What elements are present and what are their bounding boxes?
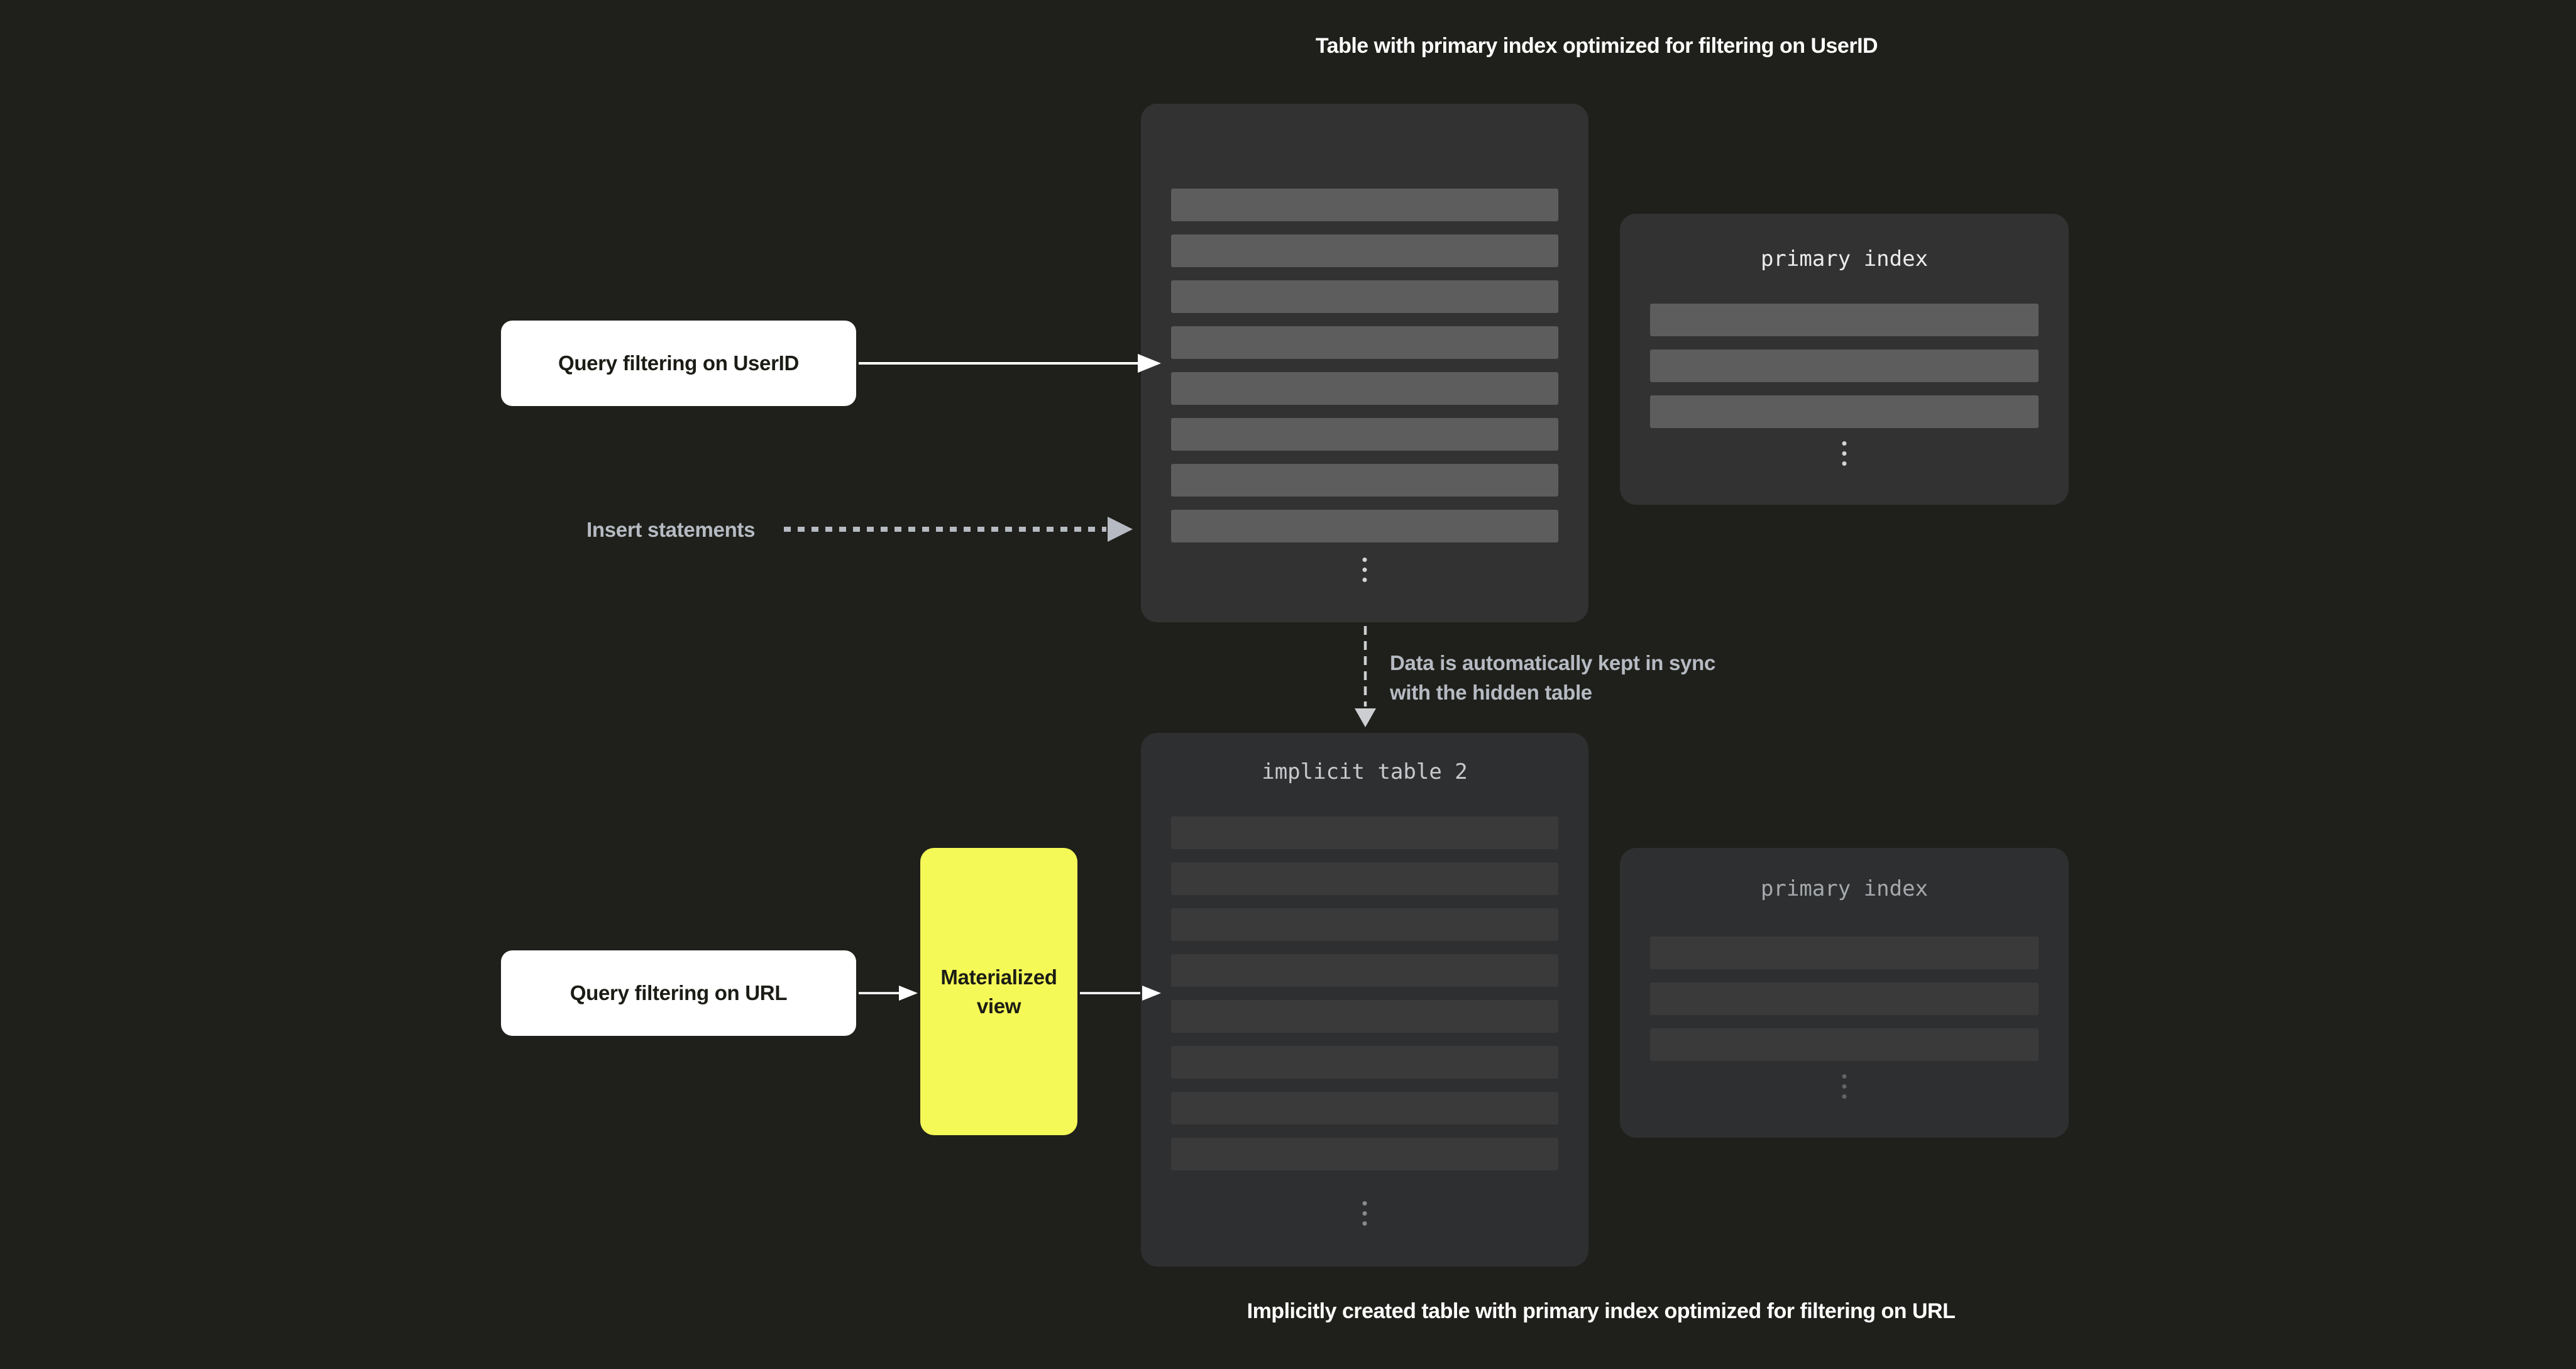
table2-title: implicit table 2 [1262,759,1468,784]
table-row-bar [1171,816,1558,849]
dashed-arrow-sync-down [1355,626,1376,727]
table-row-bar [1171,326,1558,359]
table2-card: implicit table 2 [1141,733,1588,1267]
table-row-bar [1171,464,1558,497]
table-row-bar [1650,982,2039,1015]
insert-statements-label: Insert statements [586,518,756,541]
sync-note-line2: with the hidden table [1390,681,1592,704]
top-caption: Table with primary index optimized for f… [1315,34,1878,58]
table-row-bar [1650,395,2039,428]
sync-note-line1: Data is automatically kept in sync [1390,651,1715,674]
table-row-bar [1171,1138,1558,1170]
table-row-bar [1171,510,1558,542]
materialized-view-node: Materialized view [920,848,1077,1135]
table-row-bar [1171,280,1558,313]
table-row-bar [1171,234,1558,267]
table1-card: table 1 [1141,104,1588,622]
primary-index-top-title: primary index [1760,246,1929,272]
query-url-node: Query filtering on URL [501,950,856,1036]
table-row-bar [1171,1092,1558,1124]
primary-index-bottom-title: primary index [1760,876,1929,901]
table-row-bar [1171,1000,1558,1033]
bottom-caption: Implicitly created table with primary in… [1247,1299,1956,1323]
table-row-bar [1650,304,2039,336]
table-row-bar [1171,862,1558,895]
query-userid-node: Query filtering on UserID [501,321,856,406]
sync-note: Data is automatically kept in sync with … [1390,648,1715,707]
primary-index-bottom-rows [1650,937,2039,1061]
solid-arrow-url-to-mview [859,986,918,1001]
table-row-bar [1650,349,2039,382]
primary-index-top-rows [1650,304,2039,428]
table-row-bar [1171,372,1558,405]
table-row-bar [1171,418,1558,451]
dashed-arrow-insert-to-table1 [784,517,1133,542]
table-row-bar [1650,937,2039,969]
primary-index-bottom-card: primary index [1620,848,2069,1138]
table-row-bar [1650,1028,2039,1061]
table-row-bar [1171,189,1558,221]
vertical-ellipsis-icon [1842,441,1847,466]
vertical-ellipsis-icon [1842,1074,1847,1099]
table-row-bar [1171,1046,1558,1079]
vertical-ellipsis-icon [1362,558,1367,582]
vertical-ellipsis-icon [1362,1201,1367,1226]
table2-rows [1171,816,1558,1170]
primary-index-top-card: primary index [1620,214,2069,505]
table-row-bar [1171,908,1558,941]
table-row-bar [1171,954,1558,987]
table1-rows [1171,189,1558,542]
solid-arrow-userid-to-table1 [859,354,1161,373]
